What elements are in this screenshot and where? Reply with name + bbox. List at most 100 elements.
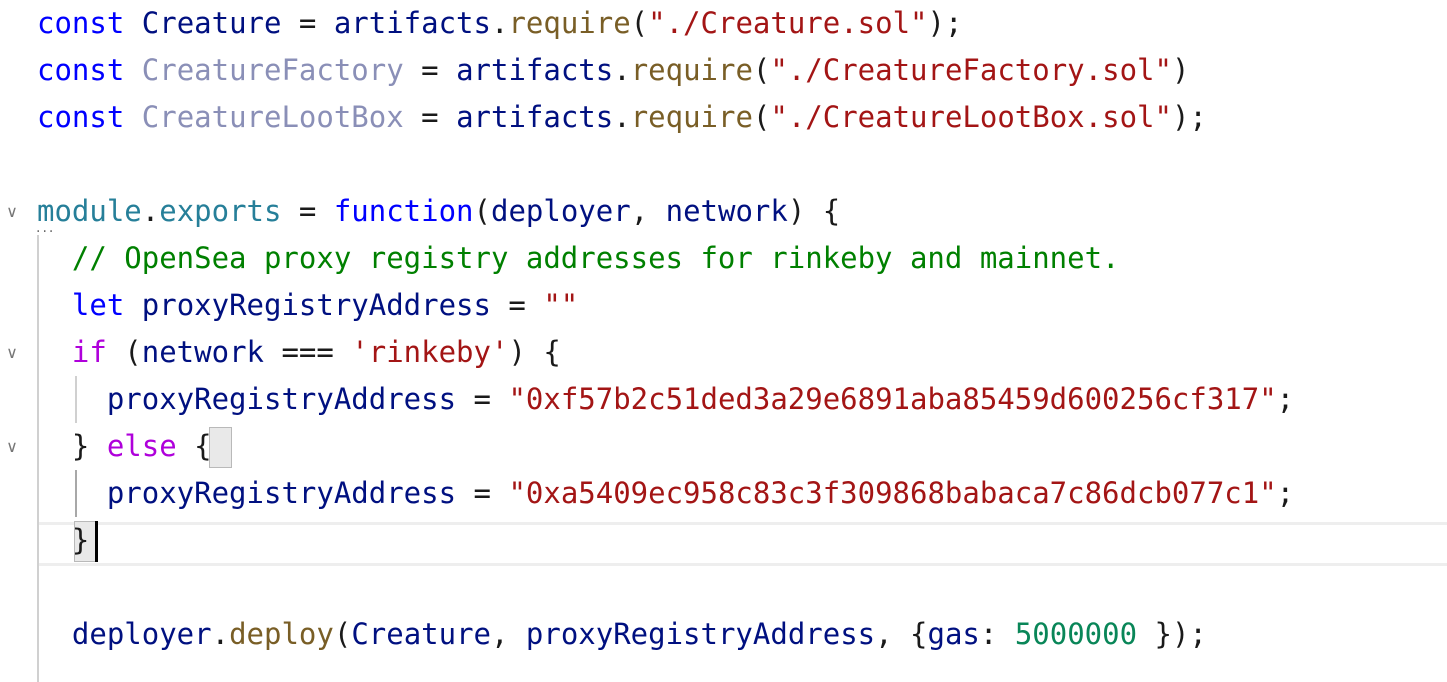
code-line-text: deployer.deploy(Creature, proxyRegistryA… bbox=[37, 611, 1207, 658]
code-token: deployer bbox=[491, 194, 631, 228]
code-token: // OpenSea proxy registry addresses for … bbox=[71, 241, 1120, 275]
code-line[interactable]: module.exports = function(deployer, netw… bbox=[0, 188, 1447, 235]
code-token: : bbox=[979, 617, 1015, 651]
code-token: ( bbox=[752, 53, 771, 87]
code-token: "0xf57b2c51ded3a29e6891aba85459d600256cf… bbox=[508, 382, 1277, 416]
suggestion-dots-icon: ··· bbox=[36, 224, 56, 240]
code-token: = bbox=[456, 476, 509, 510]
fold-chevron-icon[interactable]: ∨ bbox=[6, 437, 18, 456]
code-token: = bbox=[456, 382, 509, 416]
code-token: ( bbox=[333, 617, 352, 651]
code-token: network bbox=[665, 194, 788, 228]
code-token: Creature bbox=[124, 6, 299, 40]
code-token: if bbox=[71, 335, 107, 369]
code-line[interactable]: } else { bbox=[0, 423, 1447, 470]
indent-guide bbox=[37, 235, 39, 682]
code-token: let bbox=[71, 288, 125, 322]
code-token: deploy bbox=[229, 617, 334, 651]
code-token: artifacts bbox=[333, 6, 491, 40]
code-token: } bbox=[37, 429, 107, 463]
code-line-text: } else { bbox=[37, 423, 212, 470]
code-token bbox=[124, 100, 141, 134]
code-token: Creature bbox=[351, 617, 491, 651]
code-token: ( bbox=[630, 6, 649, 40]
bracket-match-highlight bbox=[208, 427, 232, 468]
code-token: require bbox=[508, 6, 631, 40]
code-line[interactable]: let proxyRegistryAddress = "" bbox=[0, 282, 1447, 329]
code-token: CreatureLootBox bbox=[141, 100, 404, 134]
fold-chevron-icon[interactable]: ∨ bbox=[6, 343, 18, 362]
code-token: proxyRegistryAddress bbox=[124, 288, 509, 322]
current-line-highlight bbox=[37, 522, 1447, 566]
code-token: proxyRegistryAddress bbox=[106, 382, 457, 416]
code-token: ); bbox=[1171, 100, 1207, 134]
code-token: const bbox=[37, 53, 125, 87]
code-line[interactable]: if (network === 'rinkeby') { bbox=[0, 329, 1447, 376]
code-line-text: proxyRegistryAddress = "0xf57b2c51ded3a2… bbox=[37, 376, 1294, 423]
text-cursor bbox=[94, 521, 98, 562]
code-line[interactable] bbox=[0, 564, 1447, 611]
code-token bbox=[37, 241, 72, 275]
code-token: = bbox=[281, 194, 334, 228]
code-token: . bbox=[141, 194, 160, 228]
code-token: artifacts bbox=[456, 100, 614, 134]
code-token: 'rinkeby' bbox=[351, 335, 509, 369]
code-line-text: if (network === 'rinkeby') { bbox=[37, 329, 561, 376]
code-token: ; bbox=[1276, 476, 1295, 510]
code-token: artifacts bbox=[456, 53, 614, 87]
code-token: "" bbox=[543, 288, 579, 322]
code-token: === bbox=[263, 335, 352, 369]
code-line[interactable]: const CreatureFactory = artifacts.requir… bbox=[0, 47, 1447, 94]
code-token bbox=[37, 617, 72, 651]
code-token bbox=[37, 288, 72, 322]
code-line[interactable]: const CreatureLootBox = artifacts.requir… bbox=[0, 94, 1447, 141]
code-line-text: } bbox=[37, 517, 89, 564]
code-token bbox=[124, 53, 141, 87]
code-token: ; bbox=[1276, 382, 1295, 416]
code-line-text: proxyRegistryAddress = "0xa5409ec958c83c… bbox=[37, 470, 1294, 517]
code-token: ) { bbox=[787, 194, 841, 228]
code-line[interactable]: proxyRegistryAddress = "0xa5409ec958c83c… bbox=[0, 470, 1447, 517]
code-token bbox=[37, 382, 107, 416]
code-token: = bbox=[403, 53, 457, 87]
code-token: const bbox=[37, 6, 125, 40]
code-token: ( bbox=[106, 335, 142, 369]
code-line[interactable]: const Creature = artifacts.require("./Cr… bbox=[0, 0, 1447, 47]
code-token: . bbox=[613, 100, 631, 134]
code-token: gas bbox=[927, 617, 980, 651]
code-token: = bbox=[403, 100, 457, 134]
code-token: CreatureFactory bbox=[141, 53, 404, 87]
code-token: else bbox=[106, 429, 177, 463]
code-line[interactable]: proxyRegistryAddress = "0xf57b2c51ded3a2… bbox=[0, 376, 1447, 423]
code-line-text: const CreatureFactory = artifacts.requir… bbox=[37, 47, 1189, 94]
code-token: = bbox=[508, 288, 544, 322]
code-line-text: module.exports = function(deployer, netw… bbox=[37, 188, 840, 235]
code-token: module bbox=[37, 194, 142, 228]
code-line[interactable]: // OpenSea proxy registry addresses for … bbox=[0, 235, 1447, 282]
code-token: , { bbox=[875, 617, 928, 651]
code-token: require bbox=[630, 53, 753, 87]
code-token bbox=[37, 335, 72, 369]
code-token: proxyRegistryAddress bbox=[106, 476, 457, 510]
code-token: function bbox=[333, 194, 474, 228]
code-token: network bbox=[141, 335, 264, 369]
code-token: ( bbox=[473, 194, 491, 228]
code-line-text: // OpenSea proxy registry addresses for … bbox=[37, 235, 1120, 282]
code-token: "0xa5409ec958c83c3f309868babaca7c86dcb07… bbox=[508, 476, 1277, 510]
code-token bbox=[37, 476, 107, 510]
fold-chevron-icon[interactable]: ∨ bbox=[6, 202, 18, 221]
code-line[interactable]: deployer.deploy(Creature, proxyRegistryA… bbox=[0, 611, 1447, 658]
indent-guide bbox=[75, 376, 78, 423]
code-line-text: let proxyRegistryAddress = "" bbox=[37, 282, 578, 329]
code-token: ( bbox=[752, 100, 771, 134]
code-token: "./CreatureLootBox.sol" bbox=[770, 100, 1172, 134]
code-line-text: const Creature = artifacts.require("./Cr… bbox=[37, 0, 962, 47]
code-token: ) { bbox=[508, 335, 561, 369]
code-token: exports bbox=[159, 194, 282, 228]
code-token: ); bbox=[927, 6, 963, 40]
code-token: require bbox=[630, 100, 753, 134]
code-line[interactable] bbox=[0, 141, 1447, 188]
code-line[interactable]: } bbox=[0, 517, 1447, 564]
code-token: . bbox=[211, 617, 230, 651]
